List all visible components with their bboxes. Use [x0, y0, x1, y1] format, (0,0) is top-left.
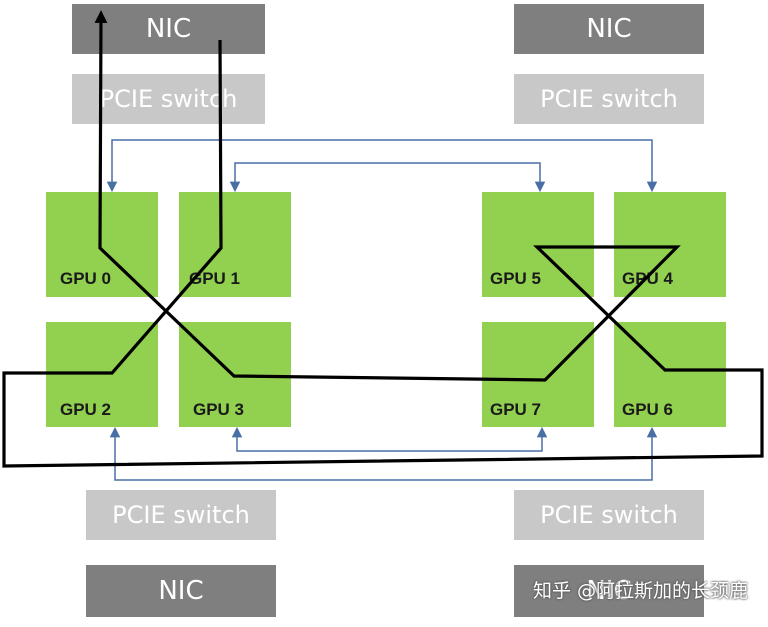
gpu-3-label: GPU 3	[193, 400, 245, 419]
pcie-switch-bottom-right: PCIE switch	[514, 490, 704, 540]
nic-top-right-label: NIC	[586, 14, 632, 44]
pcie-link-gpu2-gpu6	[109, 426, 658, 481]
nic-top-left: NIC	[72, 4, 265, 54]
nic-top-right: NIC	[514, 4, 704, 54]
pcie-link-gpu1-gpu5	[229, 162, 546, 193]
gpu-0: GPU 0	[46, 192, 158, 297]
pcie-link-gpu3-gpu7	[231, 426, 548, 452]
pcie-switch-bottom-right-label: PCIE switch	[540, 501, 678, 529]
nic-top-left-label: NIC	[145, 14, 192, 44]
watermark: 知乎 @阿拉斯加的长颈鹿	[532, 580, 748, 602]
nic-bottom-right-label: NIC	[586, 576, 632, 606]
pcie-switch-top-left-label: PCIE switch	[99, 85, 238, 113]
pcie-switch-top-right: PCIE switch	[514, 74, 704, 124]
pcie-switch-bottom-left-label: PCIE switch	[112, 501, 250, 529]
gpu-1: GPU 1	[179, 192, 291, 297]
nic-bottom-left: NIC	[86, 565, 276, 617]
gpu-1-label: GPU 1	[189, 269, 241, 288]
gpu-7: GPU 7	[482, 322, 594, 427]
pcie-switch-top-left: PCIE switch	[72, 74, 265, 124]
gpu-6-label: GPU 6	[622, 400, 674, 419]
gpu-0-label: GPU 0	[60, 269, 112, 288]
gpu-5: GPU 5	[482, 192, 594, 297]
pcie-switch-top-right-label: PCIE switch	[540, 85, 678, 113]
gpu-2-label: GPU 2	[60, 400, 112, 419]
nic-bottom-left-label: NIC	[158, 576, 204, 606]
ring-path	[2, 10, 764, 468]
pcie-switch-bottom-left: PCIE switch	[86, 490, 276, 540]
nic-bottom-right: NIC	[514, 565, 704, 617]
gpu-7-label: GPU 7	[490, 400, 542, 419]
pcie-link-gpu0-gpu4	[106, 139, 658, 193]
gpu-5-label: GPU 5	[490, 269, 542, 288]
